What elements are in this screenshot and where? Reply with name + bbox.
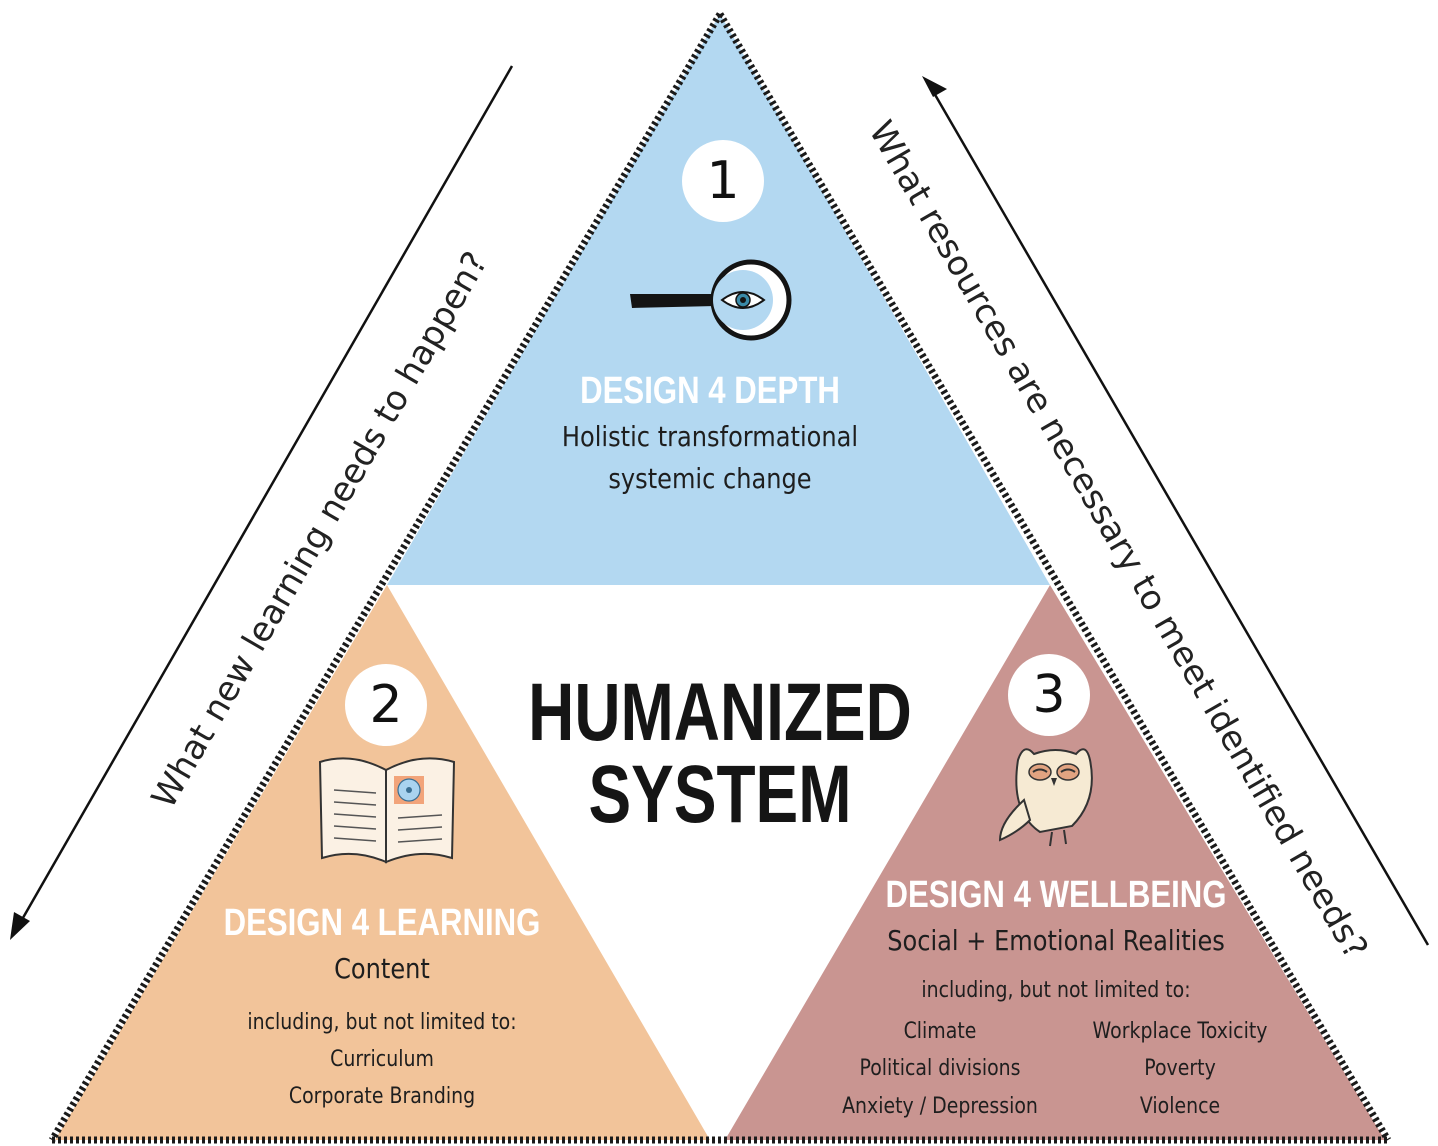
owl-icon (998, 748, 1093, 847)
section-3-number: 3 (1008, 654, 1090, 736)
outer-dotted-border (48, 12, 1392, 1144)
wellbeing-item: Political divisions (859, 1056, 1021, 1081)
depth-subtitle-line1: Holistic transformational (561, 420, 859, 453)
depth-title: DESIGN 4 DEPTH (580, 370, 840, 412)
wellbeing-item: Poverty (1144, 1056, 1216, 1081)
open-book-icon (318, 757, 456, 864)
learning-item: Curriculum (330, 1047, 434, 1072)
depth-subtitle-line2: systemic change (608, 462, 812, 495)
center-title-line1: HUMANIZED (528, 667, 912, 758)
section-1-number: 1 (682, 140, 764, 222)
section-2-number: 2 (345, 664, 427, 746)
learning-item: Corporate Branding (288, 1084, 476, 1109)
wellbeing-title: DESIGN 4 WELLBEING (885, 874, 1227, 916)
wellbeing-subtitle: Social + Emotional Realities (887, 924, 1225, 957)
learning-triangle (55, 585, 710, 1140)
wellbeing-item: Violence (1139, 1094, 1221, 1119)
magnifier-eye-icon (630, 259, 792, 341)
wellbeing-item: Anxiety / Depression (842, 1094, 1038, 1119)
wellbeing-intro: including, but not limited to: (921, 978, 1191, 1003)
wellbeing-item: Workplace Toxicity (1092, 1019, 1268, 1044)
wellbeing-item: Climate (903, 1019, 977, 1044)
wellbeing-triangle (725, 585, 1385, 1140)
right-arrow (922, 76, 1430, 946)
learning-subtitle: Content (334, 952, 430, 985)
learning-title: DESIGN 4 LEARNING (223, 902, 541, 944)
learning-intro: including, but not limited to: (247, 1010, 517, 1035)
left-arrow (10, 65, 514, 940)
center-title-line2: SYSTEM (588, 749, 852, 840)
